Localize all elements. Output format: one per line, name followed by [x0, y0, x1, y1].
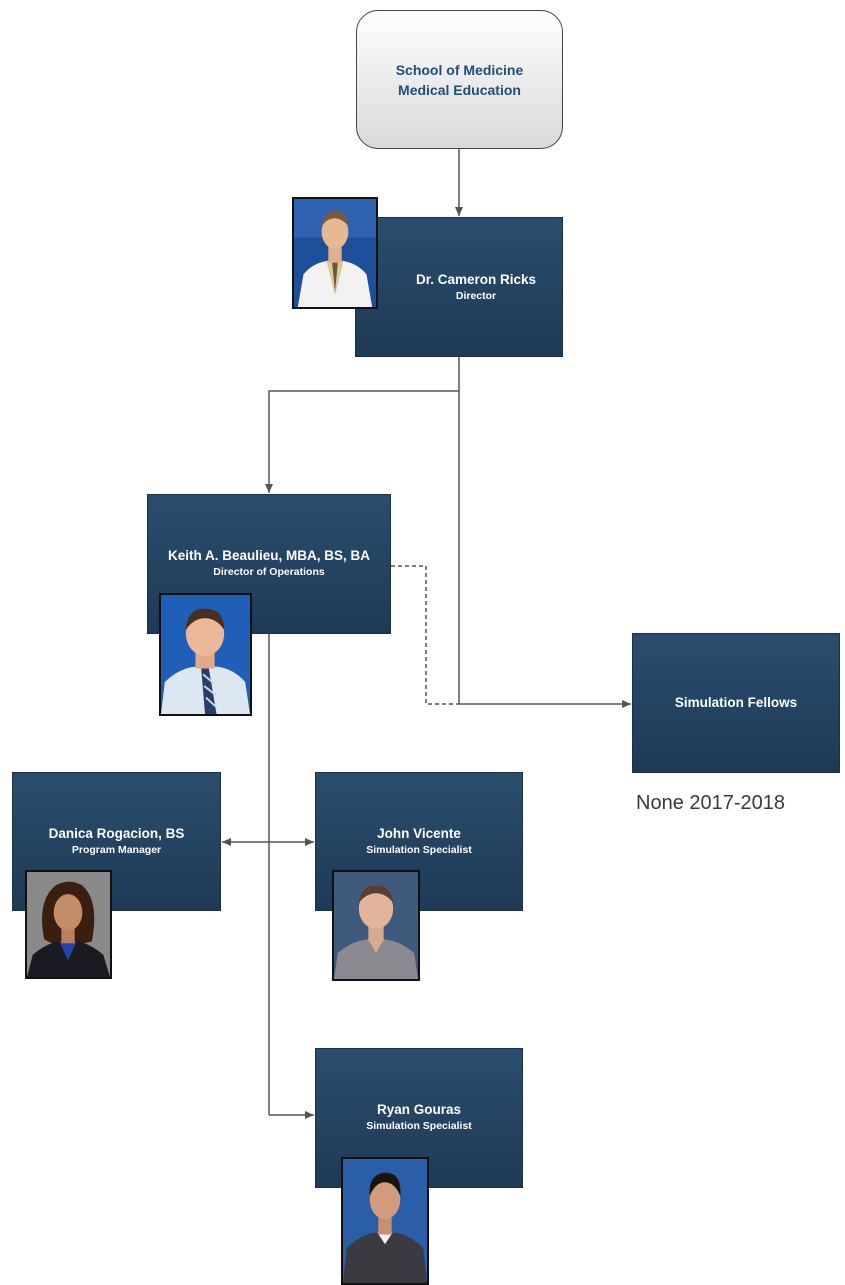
program-manager-title: Program Manager	[71, 844, 162, 856]
root-line-1: School of Medicine	[395, 61, 524, 78]
program-manager-name: Danica Rogacion, BS	[48, 826, 185, 841]
director-photo	[292, 197, 378, 309]
specialist-2-title: Simulation Specialist	[366, 1120, 472, 1132]
director-title: Director	[455, 289, 497, 302]
fellows-note: None 2017-2018	[636, 792, 786, 814]
fellows-name: Simulation Fellows	[674, 695, 798, 710]
operations-title: Director of Operations	[213, 566, 325, 578]
operations-photo	[159, 593, 252, 716]
specialist-2-name: Ryan Gouras	[376, 1102, 462, 1117]
specialist-1-photo	[332, 870, 420, 981]
director-box: Dr. Cameron Ricks Director	[355, 217, 563, 357]
root-line-2: Medical Education	[398, 81, 521, 98]
connector-director-operations	[265, 390, 459, 493]
root-org-box: School of Medicine Medical Education	[356, 10, 563, 149]
specialist-1-title: Simulation Specialist	[366, 844, 472, 856]
specialist-2-photo	[341, 1157, 429, 1285]
operations-name: Keith A. Beaulieu, MBA, BS, BA	[167, 548, 371, 563]
fellows-box: Simulation Fellows	[632, 633, 840, 773]
specialist-1-name: John Vicente	[377, 826, 461, 841]
program-manager-photo	[25, 870, 112, 979]
director-name: Dr. Cameron Ricks	[415, 271, 537, 287]
operations-box: Keith A. Beaulieu, MBA, BS, BA Director …	[147, 494, 391, 634]
connector-operations-fellows-dashed	[391, 565, 459, 705]
